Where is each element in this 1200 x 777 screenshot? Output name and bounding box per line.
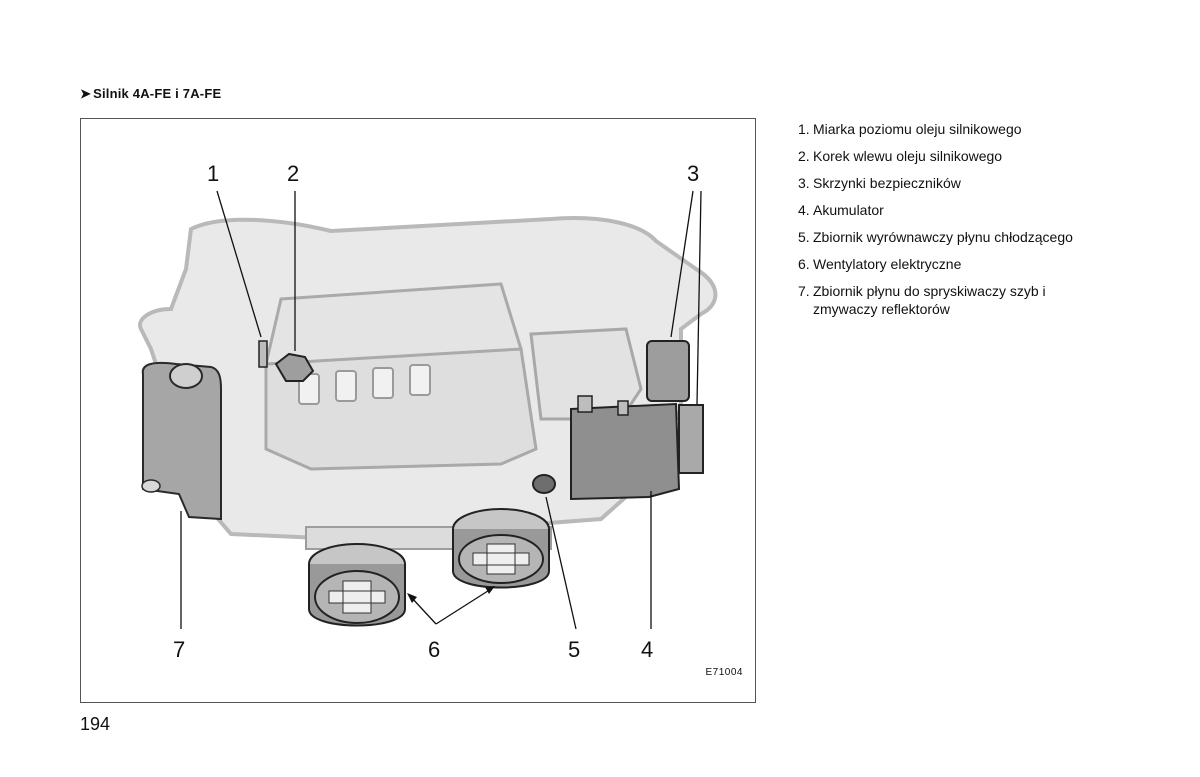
component-legend: 1.Miarka poziomu oleju silnikowego 2.Kor… bbox=[798, 120, 1188, 327]
legend-item: 1.Miarka poziomu oleju silnikowego bbox=[798, 120, 1188, 138]
legend-number: 3. bbox=[798, 175, 810, 191]
legend-number: 5. bbox=[798, 229, 810, 245]
engine-bay-illustration bbox=[138, 190, 718, 630]
legend-text: Zbiornik wyrównawczy płynu chłodzącego bbox=[813, 229, 1073, 245]
intake-runners bbox=[298, 364, 431, 405]
section-title: Silnik 4A-FE i 7A-FE bbox=[93, 86, 222, 101]
triangle-right-icon: ➤ bbox=[80, 86, 92, 101]
legend-number: 4. bbox=[798, 202, 810, 218]
legend-item: 6.Wentylatory elektryczne bbox=[798, 255, 1188, 273]
legend-item: 4.Akumulator bbox=[798, 201, 1188, 219]
legend-text: Akumulator bbox=[813, 202, 884, 218]
legend-item: 7.Zbiornik płynu do spryskiwaczy szyb i … bbox=[798, 282, 1098, 318]
legend-number: 2. bbox=[798, 148, 810, 164]
legend-item: 3.Skrzynki bezpieczników bbox=[798, 174, 1188, 192]
callout-5: 5 bbox=[568, 637, 581, 662]
legend-text: Korek wlewu oleju silnikowego bbox=[813, 148, 1003, 164]
washer-cap bbox=[169, 363, 203, 389]
electric-fan-left bbox=[308, 543, 406, 627]
legend-item: 5.Zbiornik wyrównawczy płynu chłodzącego bbox=[798, 228, 1188, 246]
air-cleaner bbox=[529, 327, 643, 421]
callout-2: 2 bbox=[287, 161, 300, 186]
legend-text: Skrzynki bezpieczników bbox=[813, 175, 961, 191]
legend-text: Wentylatory elektryczne bbox=[813, 256, 962, 272]
battery bbox=[570, 402, 681, 501]
legend-item: 2.Korek wlewu oleju silnikowego bbox=[798, 147, 1188, 165]
washer-reservoir bbox=[141, 361, 222, 521]
legend-text: Miarka poziomu oleju silnikowego bbox=[813, 121, 1022, 137]
legend-number: 7. bbox=[798, 283, 810, 299]
engine-diagram-frame: 1 2 3 4 5 6 7 E71004 bbox=[80, 118, 756, 703]
leader-lines bbox=[180, 190, 702, 630]
fuse-box bbox=[646, 340, 690, 402]
electric-fan-right bbox=[452, 508, 550, 589]
callout-7: 7 bbox=[173, 637, 186, 662]
legend-text: Zbiornik płynu do spryskiwaczy szyb i zm… bbox=[813, 283, 1046, 317]
callout-3: 3 bbox=[687, 161, 700, 186]
callout-1: 1 bbox=[207, 161, 220, 186]
callout-4: 4 bbox=[641, 637, 654, 662]
coolant-reservoir-cap bbox=[532, 474, 556, 494]
section-heading: ➤Silnik 4A-FE i 7A-FE bbox=[80, 86, 221, 102]
engine-head bbox=[264, 282, 523, 366]
callout-6: 6 bbox=[428, 637, 441, 662]
legend-number: 6. bbox=[798, 256, 810, 272]
oil-dipstick bbox=[258, 340, 268, 368]
legend-number: 1. bbox=[798, 121, 810, 137]
leader-arrowheads bbox=[407, 586, 495, 603]
oil-filler-cap bbox=[274, 352, 315, 382]
page-number: 194 bbox=[80, 714, 111, 734]
figure-code: E71004 bbox=[705, 667, 743, 678]
